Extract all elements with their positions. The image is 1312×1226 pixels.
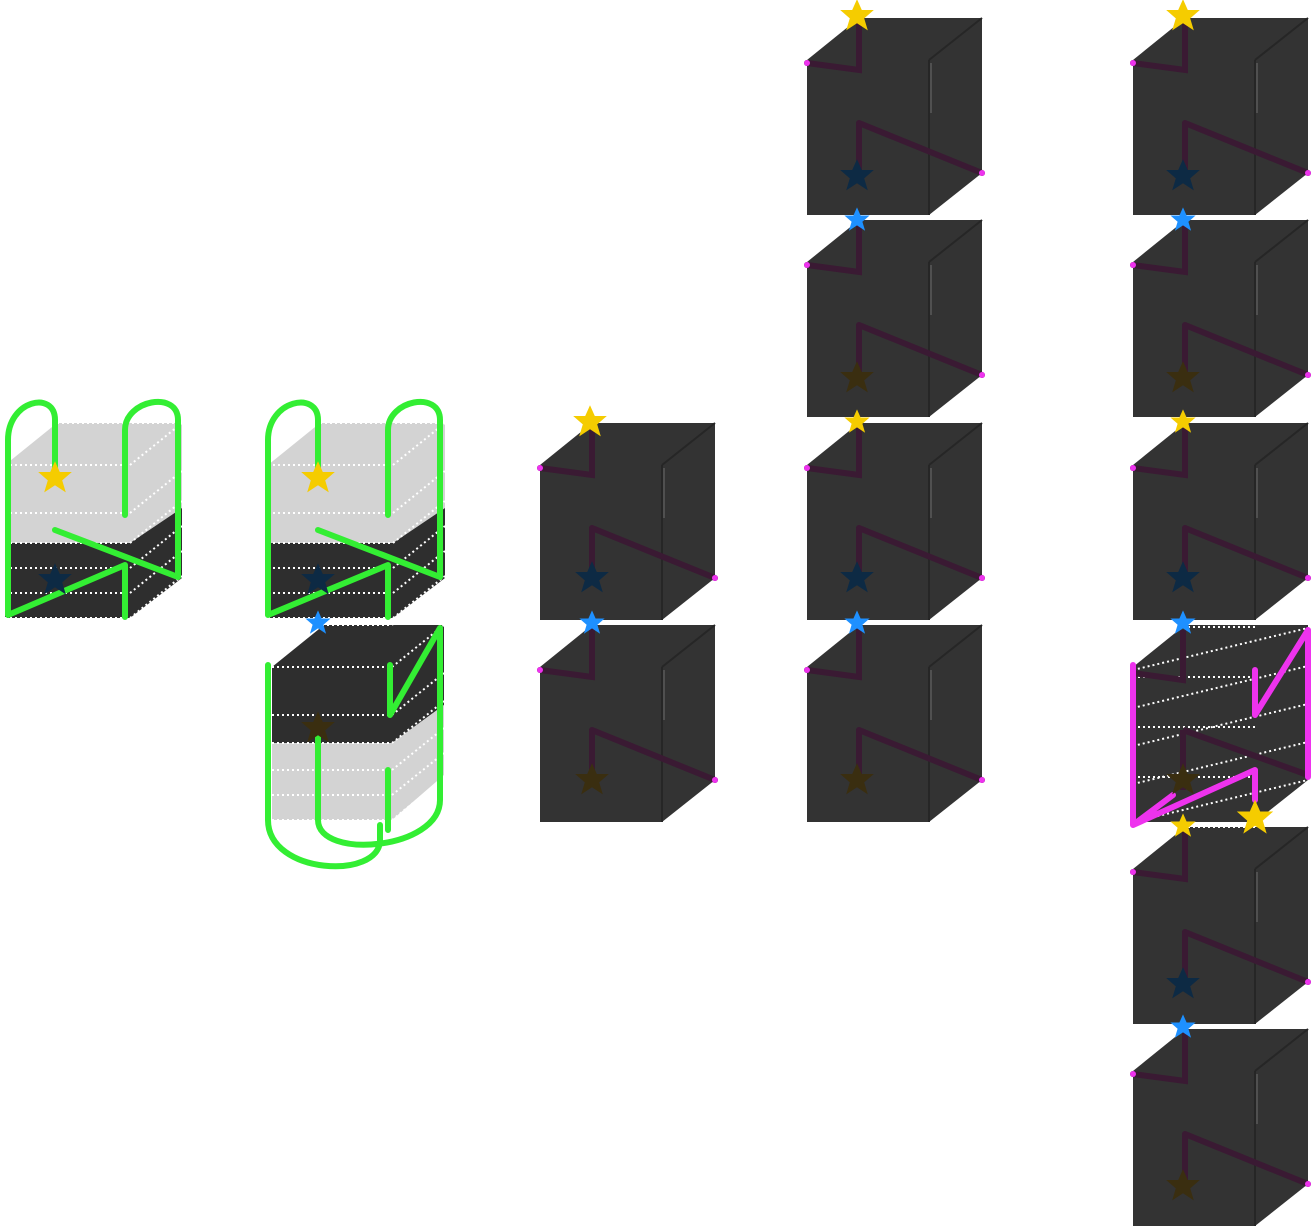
path-endpoint [1305, 372, 1311, 378]
dotted-line [391, 582, 445, 626]
highlighted-cube [1132, 625, 1310, 828]
cube-edge [1254, 422, 1309, 466]
cube-body [1133, 18, 1308, 215]
cube-layer [537, 17, 1311, 1226]
cube-body [1133, 827, 1308, 1024]
path-endpoint [804, 60, 810, 66]
dotted-line [391, 727, 445, 771]
cube-body [1133, 1029, 1308, 1226]
path-endpoint [537, 465, 543, 471]
cube-body [807, 625, 982, 822]
path-endpoint [1305, 575, 1311, 581]
dotted-line [392, 470, 446, 514]
dotted-line [129, 575, 183, 619]
cube-edge [661, 624, 716, 668]
cube-icon [1130, 1028, 1311, 1226]
dotted-line [129, 550, 183, 594]
path-endpoint [1305, 979, 1311, 985]
dotted-line [129, 500, 183, 544]
cube-edge [928, 422, 983, 466]
cube-icon [804, 624, 985, 822]
unfolded-dark-face [272, 625, 444, 743]
unfolded-light-face [268, 423, 445, 543]
path-endpoint [712, 575, 718, 581]
cube-edge [1254, 17, 1309, 61]
path-endpoint [979, 575, 985, 581]
path-endpoint [1130, 465, 1136, 471]
cube-icon [537, 624, 718, 822]
dotted-line [392, 550, 446, 594]
path-endpoint [1305, 1181, 1311, 1187]
cube-edge [1254, 826, 1309, 870]
cube-icon [804, 422, 985, 620]
cube-body [1133, 625, 1308, 822]
unfolded-cube [5, 422, 183, 619]
path-endpoint [804, 667, 810, 673]
cube-icon [1130, 422, 1311, 620]
cube-icon [1130, 219, 1311, 417]
cube-body [807, 220, 982, 417]
path-endpoint [1130, 262, 1136, 268]
cube-body [807, 423, 982, 620]
cube-edge [928, 17, 983, 61]
path-endpoint [804, 262, 810, 268]
path-endpoint [1130, 60, 1136, 66]
cube-icon [537, 422, 718, 620]
magenta-path [1130, 627, 1311, 828]
dotted-line [391, 777, 445, 821]
cube-icon [1130, 17, 1311, 215]
unfolded-light-face [5, 423, 182, 543]
dotted-line [129, 470, 183, 514]
path-endpoint [979, 372, 985, 378]
dotted-line [129, 422, 183, 466]
dotted-line [392, 575, 446, 619]
green-path [5, 399, 181, 620]
path-endpoint [979, 170, 985, 176]
cube-icon [804, 17, 985, 215]
path-layer [5, 399, 1311, 870]
cube-edge [1254, 1028, 1309, 1072]
path-endpoint [537, 667, 543, 673]
cube-edge [928, 624, 983, 668]
cube-icon [1130, 826, 1311, 1024]
cube-edge [1254, 219, 1309, 263]
cube-body [807, 18, 982, 215]
dotted-line [391, 752, 445, 796]
path-endpoint [712, 777, 718, 783]
cube-body [1133, 423, 1308, 620]
dotted-line [391, 672, 445, 716]
dotted-line [391, 700, 445, 744]
cube-body [540, 423, 715, 620]
unfolded-cube [268, 422, 446, 619]
path-endpoint [804, 465, 810, 471]
dotted-line [392, 500, 446, 544]
cube-edge [928, 219, 983, 263]
cube-body [1133, 220, 1308, 417]
dotted-line [392, 422, 446, 466]
cube-edge [661, 422, 716, 466]
green-path [265, 625, 443, 870]
green-path [265, 399, 443, 620]
path-endpoint [1130, 1071, 1136, 1077]
path-endpoint [1305, 170, 1311, 176]
path-endpoint [1130, 869, 1136, 875]
path-endpoint [979, 777, 985, 783]
cube-body [540, 625, 715, 822]
dark-path [1132, 630, 1186, 684]
cube-icon [804, 219, 985, 417]
